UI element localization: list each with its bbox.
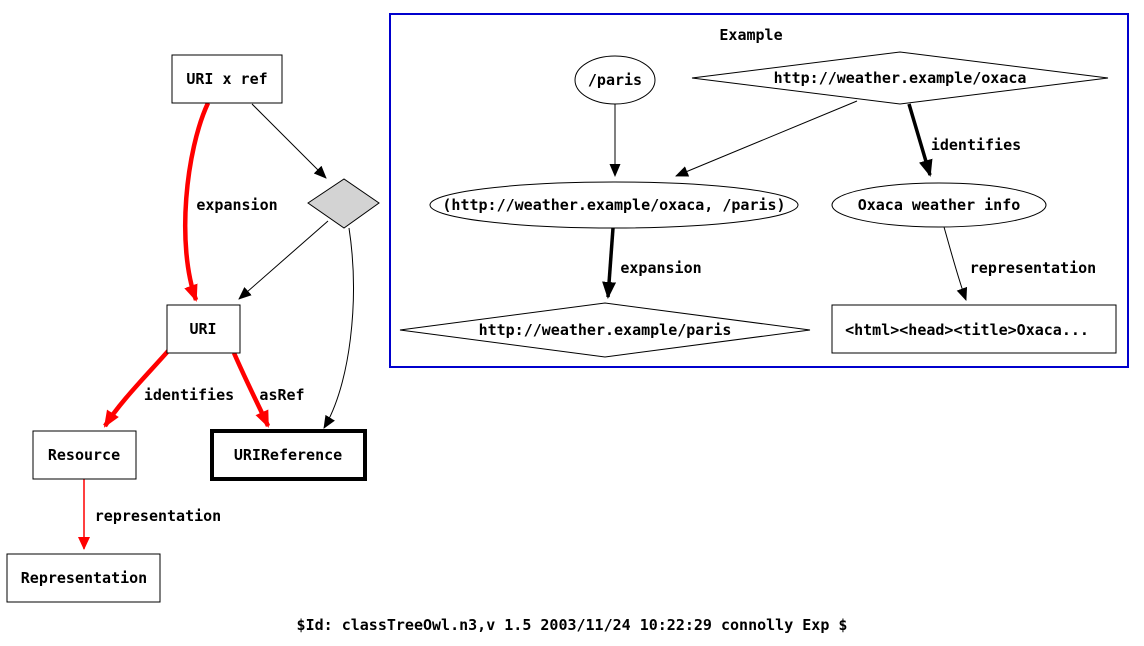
label-paris-uri: http://weather.example/paris [479, 321, 732, 339]
edge-label-example-identifies: identifies [931, 136, 1021, 154]
node-oxaca-info [831, 182, 1047, 228]
example-cluster-title: Example [719, 26, 782, 44]
edge-label-example-representation: representation [970, 259, 1096, 277]
example-cluster-border [389, 13, 1129, 368]
edge-label-representation: representation [95, 507, 221, 525]
edge-diamond-to-urireference [323, 227, 354, 429]
label-tuple: (http://weather.example/oxaca, /paris) [442, 196, 785, 214]
example-cluster: Example /paris http://weather.example/ox… [389, 13, 1129, 368]
edge-diamond-to-uri [238, 220, 329, 300]
label-uri-x-ref: URI x ref [186, 70, 267, 88]
left-graph: URI x ref expansion URI identifies asRef… [6, 54, 380, 603]
label-uri-reference: URIReference [234, 446, 342, 464]
label-paris: /paris [588, 71, 642, 89]
edge-label-expansion: expansion [196, 196, 277, 214]
label-oxaca-uri: http://weather.example/oxaca [774, 69, 1027, 87]
label-representation: Representation [21, 569, 147, 587]
edge-tuple-expansion-parisuri [602, 227, 617, 299]
edge-urixref-to-diamond [251, 103, 327, 179]
node-uri-reference [210, 429, 367, 481]
node-resource [32, 430, 137, 480]
node-html-doc [831, 304, 1117, 354]
version-caption: $Id: classTreeOwl.n3,v 1.5 2003/11/24 10… [297, 616, 848, 634]
edge-label-asref: asRef [259, 386, 304, 404]
node-representation [6, 553, 161, 603]
edge-oxacauri-identifies-info [907, 103, 933, 177]
edge-uri-identifies-resource [103, 348, 171, 428]
node-anonymous-diamond [307, 178, 380, 229]
node-tuple [429, 181, 799, 229]
label-oxaca-info: Oxaca weather info [858, 196, 1021, 214]
node-oxaca-uri-diamond [691, 51, 1109, 105]
edge-info-representation-html [943, 226, 968, 301]
edge-oxacauri-to-tuple [675, 100, 858, 177]
label-html-doc: <html><head><title>Oxaca... [845, 321, 1089, 339]
label-resource: Resource [48, 446, 120, 464]
label-uri: URI [189, 320, 216, 338]
node-paris-uri-diamond [399, 302, 811, 358]
edge-uri-asref-urireference [231, 352, 271, 428]
edge-urixref-expansion-uri [182, 102, 211, 302]
node-uri-x-ref [171, 54, 283, 104]
edge-label-example-expansion: expansion [620, 259, 701, 277]
edge-label-identifies: identifies [144, 386, 234, 404]
node-uri [166, 304, 241, 354]
node-paris [574, 55, 656, 105]
